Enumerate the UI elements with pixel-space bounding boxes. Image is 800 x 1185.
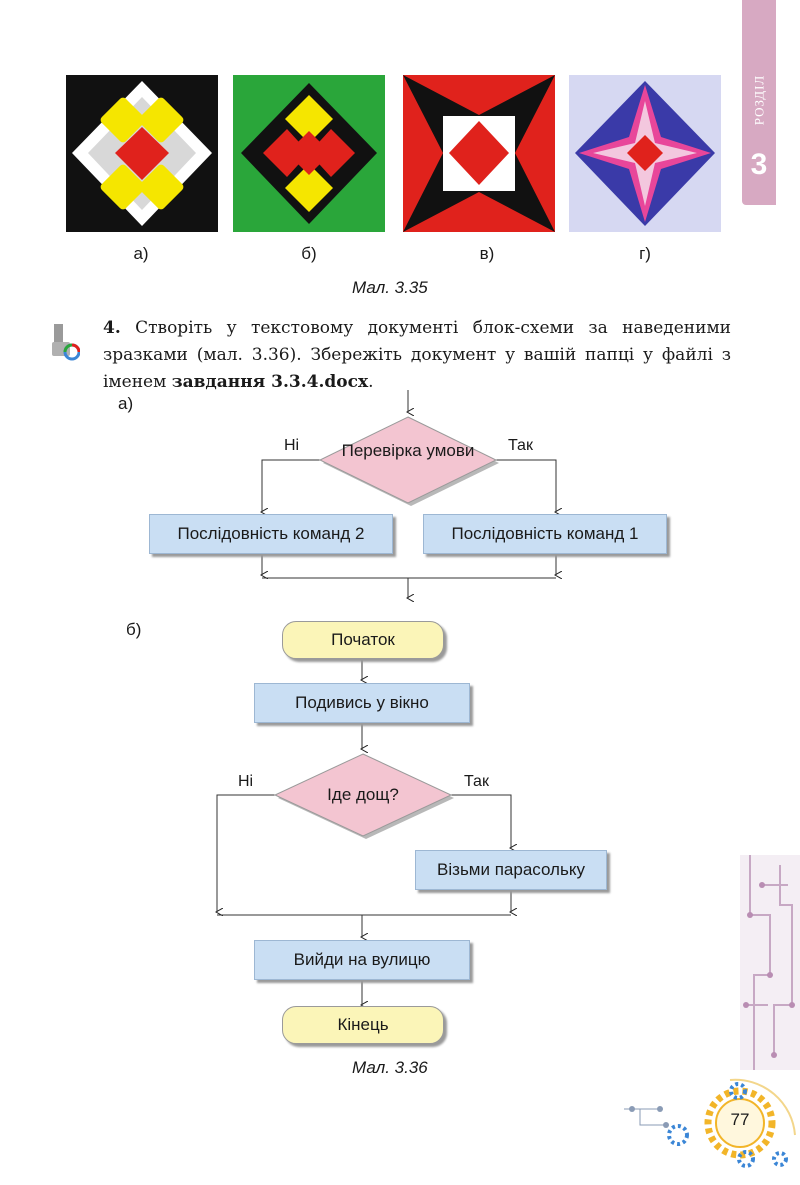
computer-task-icon [52, 324, 80, 361]
process-look-window: Подивись у вікно [254, 683, 470, 723]
pattern-tile-d [569, 75, 721, 232]
flowchart-a-label: а) [118, 394, 134, 413]
pattern-tile-a [66, 75, 218, 232]
branch-yes-label-b: Так [464, 773, 489, 790]
tile-label-d: г) [639, 244, 651, 263]
terminal-start: Початок [282, 621, 444, 659]
task-number: 4. [103, 318, 121, 338]
process-sequence-1: Послідовність команд 1 [423, 514, 667, 554]
task-filename: завдання 3.3.4.docx [171, 372, 369, 392]
terminal-end: Кінець [282, 1006, 444, 1044]
branch-no-label-a: Ні [284, 437, 300, 454]
branch-no-label-b: Ні [238, 773, 254, 790]
process-go-outside: Вийди на вулицю [254, 940, 470, 980]
tile-label-c: в) [479, 244, 495, 263]
decision-check-condition: Перевірка умови [341, 441, 475, 460]
task-text: 4. Створіть у текстовому документі блок-… [103, 318, 731, 392]
page-number: 77 [730, 1110, 750, 1129]
decision-is-raining: Іде дощ? [327, 785, 399, 804]
pattern-tile-c [403, 75, 555, 232]
circuit-decoration [740, 855, 800, 1070]
figure-caption-335: Мал. 3.35 [352, 278, 428, 297]
chapter-tab [742, 0, 776, 205]
process-take-umbrella: Візьми парасольку [415, 850, 607, 890]
tile-label-b: б) [301, 244, 317, 263]
process-sequence-2: Послідовність команд 2 [149, 514, 393, 554]
branch-yes-label-a: Так [508, 437, 533, 454]
flowchart-b-label: б) [126, 620, 142, 639]
tile-label-a: а) [133, 244, 149, 263]
pattern-tile-b [233, 75, 385, 232]
gears-decoration [624, 1078, 796, 1168]
chapter-number: 3 [750, 148, 768, 181]
figure-caption-336: Мал. 3.36 [352, 1058, 428, 1077]
